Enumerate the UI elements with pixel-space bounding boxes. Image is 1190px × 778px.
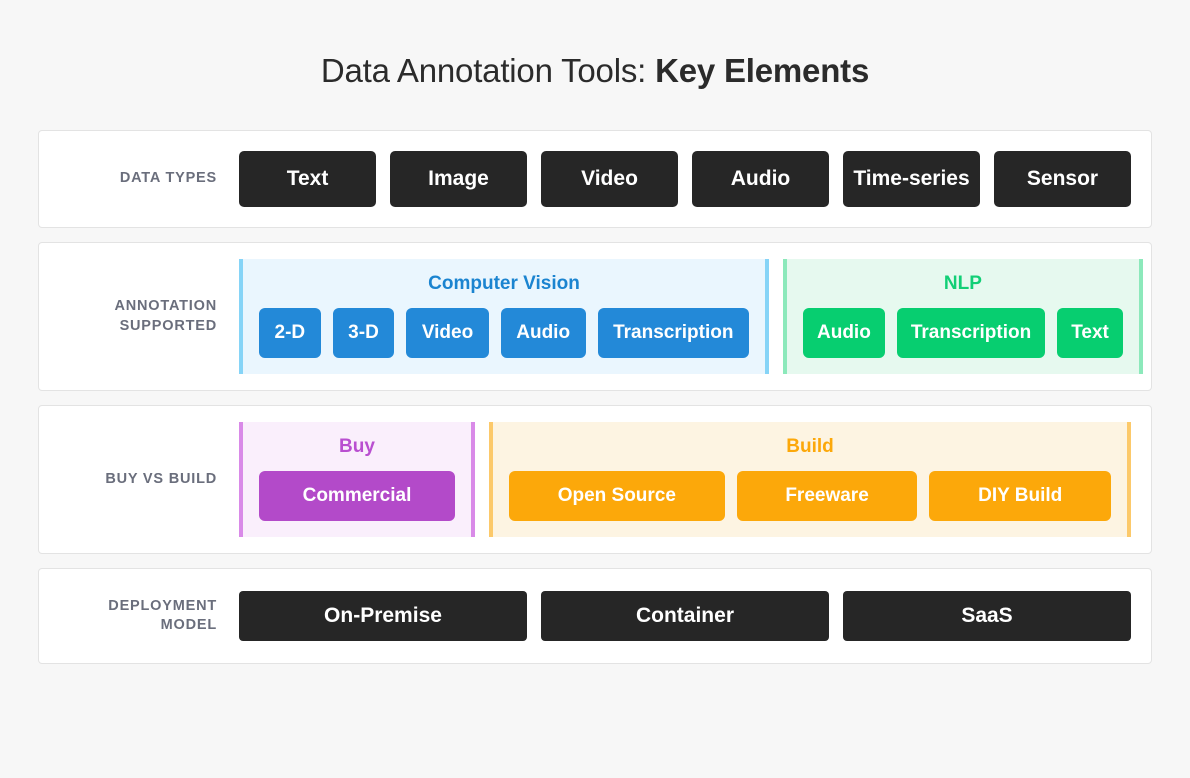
row-label-line-2: SUPPORTED [119,317,217,334]
pill-container[interactable]: Container [541,591,829,641]
row-body-data-types: Text Image Video Audio Time-series Senso… [239,151,1131,207]
group-title-computer-vision: Computer Vision [428,273,580,294]
pill-nlp-audio[interactable]: Audio [803,308,885,358]
pill-cv-audio[interactable]: Audio [500,308,586,358]
group-build: Build Open Source Freeware DIY Build [489,422,1131,537]
page-title-bold: Key Elements [655,52,870,89]
page-title-regular: Data Annotation Tools: [320,52,656,89]
pill-image[interactable]: Image [390,151,527,207]
row-label-line-2: MODEL [160,617,217,633]
group-computer-vision: Computer Vision 2-D 3-D Video Audio Tran… [239,259,769,374]
group-title-build: Build [786,436,834,457]
row-label-data-types: DATA TYPES [119,170,217,187]
row-label-deployment-model: DEPLOYMENT MODEL [39,597,239,635]
row-buy-vs-build: BUY VS BUILD Buy Commercial Build Open S… [38,405,1152,554]
row-label-line-1: ANNOTATION [114,298,217,315]
group-buy: Buy Commercial [239,422,475,537]
group-nlp: NLP Audio Transcription Text [783,259,1143,374]
pill-nlp-text[interactable]: Text [1057,308,1123,358]
group-title-buy: Buy [339,436,375,457]
pill-time-series[interactable]: Time-series [843,151,980,207]
pill-audio[interactable]: Audio [692,151,829,207]
pill-open-source[interactable]: Open Source [509,471,725,521]
row-label-line-1: DEPLOYMENT [108,597,217,614]
group-items-buy: Commercial [259,471,455,521]
pill-video[interactable]: Video [541,151,678,207]
pill-sensor[interactable]: Sensor [994,151,1131,207]
row-label-annotation-supported: ANNOTATION SUPPORTED [39,297,239,335]
pill-freeware[interactable]: Freeware [736,471,918,521]
pill-diy-build[interactable]: DIY Build [929,471,1111,521]
row-annotation-supported: ANNOTATION SUPPORTED Computer Vision 2-D… [38,242,1152,391]
row-body-deployment-model: On-Premise Container SaaS [239,591,1131,641]
group-title-nlp: NLP [943,273,982,294]
group-items-build: Open Source Freeware DIY Build [509,471,1111,521]
pill-cv-video[interactable]: Video [406,308,489,358]
group-items-nlp: Audio Transcription Text [803,308,1123,358]
pill-commercial[interactable]: Commercial [259,471,455,521]
row-deployment-model: DEPLOYMENT MODEL On-Premise Container Sa… [38,568,1152,664]
pill-on-premise[interactable]: On-Premise [239,591,527,641]
pill-3d[interactable]: 3-D [332,308,395,358]
pill-text[interactable]: Text [239,151,376,207]
row-label-buy-vs-build: BUY VS BUILD [105,470,217,487]
row-body-annotation-supported: Computer Vision 2-D 3-D Video Audio Tran… [239,259,1143,374]
row-data-types: DATA TYPES Text Image Video Audio Time-s… [38,130,1152,228]
group-items-computer-vision: 2-D 3-D Video Audio Transcription [259,308,749,358]
row-body-buy-vs-build: Buy Commercial Build Open Source Freewar… [239,422,1131,537]
page-title: Data Annotation Tools: Key Elements [38,0,1152,130]
pill-nlp-transcription[interactable]: Transcription [896,308,1046,358]
pill-cv-transcription[interactable]: Transcription [597,308,749,358]
pill-saas[interactable]: SaaS [843,591,1131,641]
pill-2d[interactable]: 2-D [259,308,321,358]
